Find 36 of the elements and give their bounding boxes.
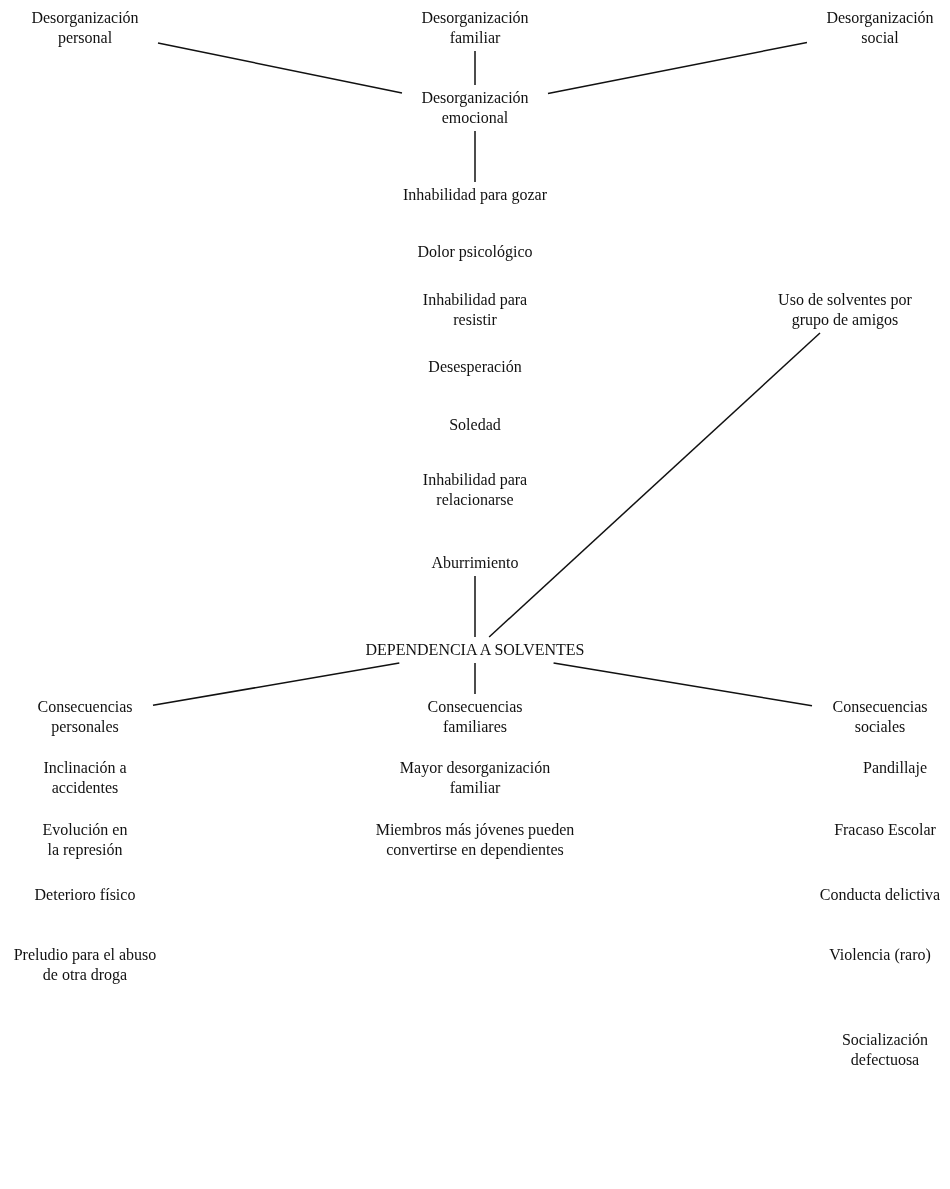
consequence-text: Violencia (raro) (828, 945, 932, 965)
connector-line (474, 662, 476, 695)
consequence-text: Preludio para el abuso de otra droga (12, 945, 158, 985)
node-text: Soledad (375, 415, 575, 435)
connector-line (547, 41, 808, 95)
node-text: Uso de solventes por grupo de amigos (757, 290, 933, 330)
connector-line (474, 130, 476, 183)
node-text: Desorganización personal (15, 8, 155, 48)
node-text: Inhabilidad para resistir (405, 290, 545, 330)
node-text: DEPENDENCIA A SOLVENTES (325, 640, 625, 660)
node-text: Desorganización familiar (405, 8, 545, 48)
consequence-text: Evolución en la represión (41, 820, 129, 860)
consequence-text: Pandillaje (862, 758, 928, 778)
node-text: Consecuencias personales (20, 697, 150, 737)
node-text: Desesperación (375, 357, 575, 377)
connector-line (474, 50, 476, 86)
consequence-text: Inclinación a accidentes (42, 758, 128, 798)
node-text: Desorganización social (810, 8, 950, 48)
node-text: Aburrimiento (375, 553, 575, 573)
connector-line (488, 332, 821, 638)
consequence-text: Fracaso Escolar (833, 820, 937, 840)
node-text: Consecuencias familiares (410, 697, 540, 737)
consequence-text: Mayor desorganización familiar (398, 758, 552, 798)
node-text: Desorganización emocional (405, 88, 545, 128)
consequence-text: Deterioro físico (33, 885, 137, 905)
connector-line (152, 662, 401, 707)
consequence-text: Miembros más jóvenes pueden convertirse en dependientes (374, 820, 576, 860)
consequence-text: Socialización defectuosa (840, 1030, 930, 1070)
consequence-text: Conducta delictiva (818, 885, 942, 905)
connector-line (157, 42, 403, 94)
connector-line (552, 662, 813, 707)
node-text: Dolor psicológico (375, 242, 575, 262)
node-text: Consecuencias sociales (815, 697, 945, 737)
connector-line (474, 575, 476, 638)
node-text: Inhabilidad para gozar (355, 185, 595, 205)
node-text: Inhabilidad para relacionarse (405, 470, 545, 510)
